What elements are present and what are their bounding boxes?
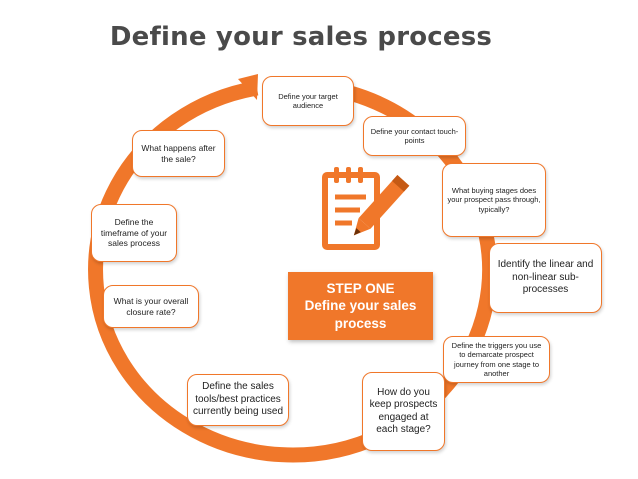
page-title: Define your sales process [109, 22, 493, 52]
stage-target-audience: Define your target audience [262, 76, 354, 126]
stage-sales-tools: Define the sales tools/best practices cu… [187, 374, 289, 426]
stage-keep-engaged: How do you keep prospects engaged at eac… [362, 372, 445, 451]
stage-triggers: Define the triggers you use to demarcate… [443, 336, 550, 383]
stage-timeframe: Define the timeframe of your sales proce… [91, 204, 177, 262]
notepad-pencil-icon [322, 167, 410, 250]
center-step-line2: process [334, 315, 387, 331]
cycle-arrowhead [238, 74, 258, 100]
center-step-line1: Define your sales [304, 298, 417, 314]
stage-sub-processes: Identify the linear and non-linear sub-p… [489, 243, 602, 313]
stage-closure-rate: What is your overall closure rate? [103, 285, 199, 328]
center-step-box: STEP ONE Define your sales process [288, 272, 433, 340]
center-step-label: STEP ONE [326, 280, 395, 296]
stage-contact-touchpoints: Define your contact touch-points [363, 116, 466, 156]
stage-after-sale: What happens after the sale? [132, 130, 225, 177]
stage-buying-stages: What buying stages does your prospect pa… [442, 163, 546, 237]
